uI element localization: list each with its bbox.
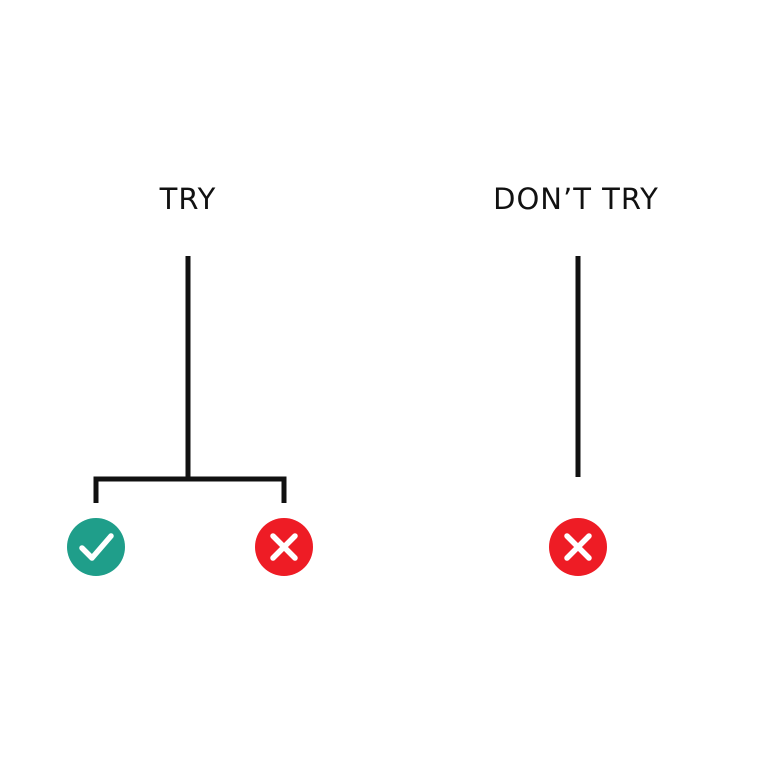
dont-try-label: DON’T TRY (493, 182, 659, 216)
check-icon (79, 533, 114, 561)
x-icon (564, 533, 592, 561)
success-outcome (67, 518, 125, 576)
dont-try-branch: DON’T TRY (493, 182, 659, 576)
try-split-line (93, 476, 287, 503)
try-branch: TRY (67, 182, 313, 576)
try-failure-outcome (255, 518, 313, 576)
try-label: TRY (159, 182, 217, 216)
x-icon (270, 533, 298, 561)
success-circle (67, 518, 125, 576)
dont-try-failure-outcome (549, 518, 607, 576)
